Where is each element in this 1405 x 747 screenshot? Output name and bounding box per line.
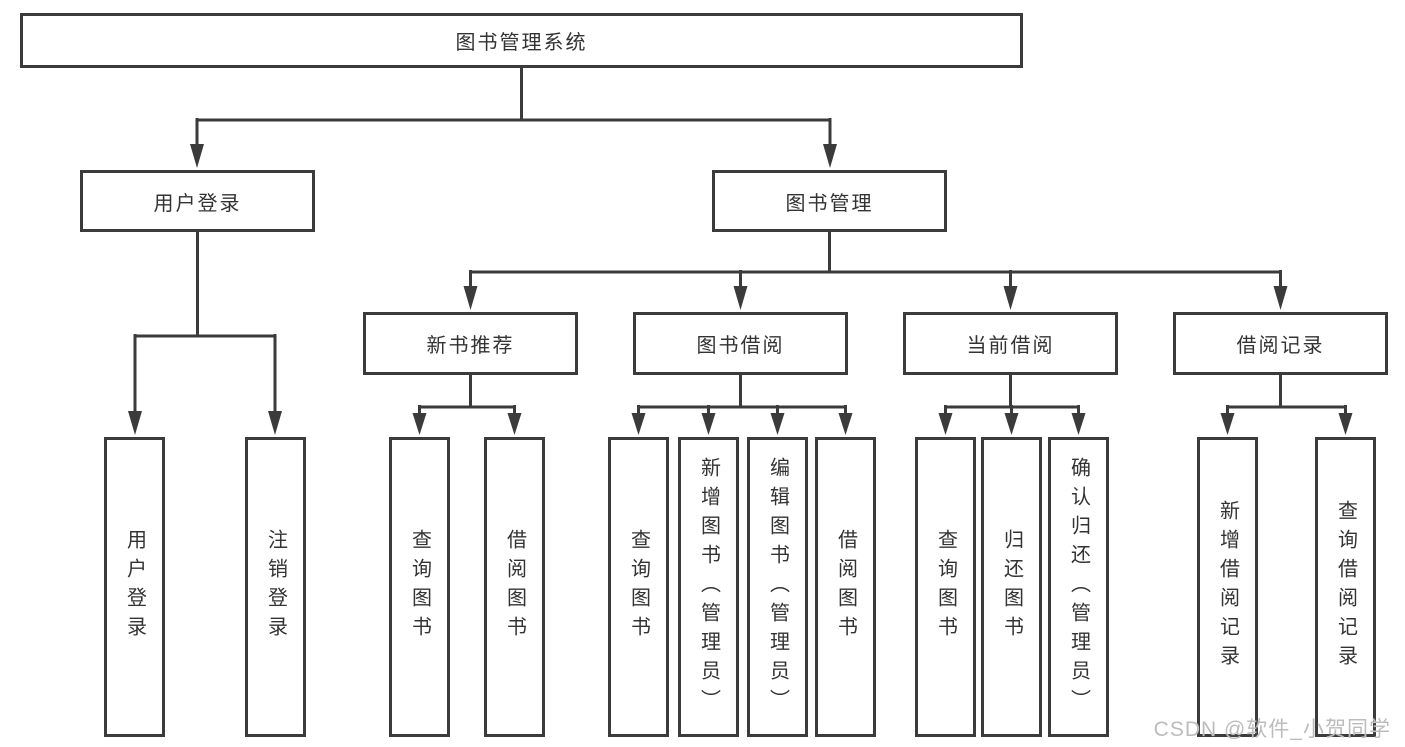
node-user-login: 用户登录 [80, 170, 315, 232]
node-label: 新书推荐 [426, 335, 515, 357]
node-current-borrowing: 当前借阅 [903, 312, 1118, 375]
node-label: 查询借阅记录 [1334, 500, 1357, 674]
node-label: 新增借阅记录 [1216, 500, 1239, 674]
leaf-add-borrow-record: 新增借阅记录 [1197, 437, 1258, 737]
node-label: 用户登录 [123, 529, 146, 645]
node-label: 查询图书 [627, 529, 650, 645]
node-label: 注销登录 [264, 529, 287, 645]
leaf-edit-books-admin: 编辑图书（管理员） [747, 437, 808, 737]
node-label: 用户登录 [153, 192, 242, 215]
leaf-query-books-borrowing: 查询图书 [608, 437, 669, 737]
node-borrowing-records: 借阅记录 [1173, 312, 1388, 375]
node-label: 借阅图书 [503, 529, 526, 645]
leaf-return-books: 归还图书 [981, 437, 1042, 737]
node-label: 确认归还（管理员） [1067, 456, 1090, 718]
leaf-borrow-books-borrowing: 借阅图书 [815, 437, 876, 737]
leaf-add-books-admin: 新增图书（管理员） [678, 437, 739, 737]
node-new-book-recommendation: 新书推荐 [363, 312, 578, 375]
node-label: 编辑图书（管理员） [766, 456, 789, 718]
leaf-query-borrow-record: 查询借阅记录 [1315, 437, 1376, 737]
node-label: 查询图书 [408, 529, 431, 645]
node-label: 新增图书（管理员） [697, 456, 720, 718]
leaf-confirm-return-admin: 确认归还（管理员） [1048, 437, 1109, 737]
node-label: 图书管理系统 [455, 32, 588, 54]
node-label: 归还图书 [1000, 529, 1023, 645]
csdn-watermark: CSDN @软件_小贺同学 [1153, 718, 1391, 741]
leaf-borrow-books-recommendation: 借阅图书 [484, 437, 545, 737]
node-root-library-system: 图书管理系统 [20, 13, 1023, 68]
node-label: 借阅图书 [834, 529, 857, 645]
node-label: 借阅记录 [1236, 335, 1325, 357]
leaf-logout: 注销登录 [245, 437, 306, 737]
node-label: 查询图书 [934, 529, 957, 645]
leaf-query-books-current: 查询图书 [915, 437, 976, 737]
node-book-borrowing: 图书借阅 [633, 312, 848, 375]
node-label: 图书管理 [785, 192, 874, 215]
leaf-user-login: 用户登录 [104, 437, 165, 737]
node-label: 当前借阅 [966, 335, 1055, 357]
leaf-query-books-recommendation: 查询图书 [389, 437, 450, 737]
node-book-management: 图书管理 [712, 170, 947, 232]
node-label: 图书借阅 [696, 335, 785, 357]
